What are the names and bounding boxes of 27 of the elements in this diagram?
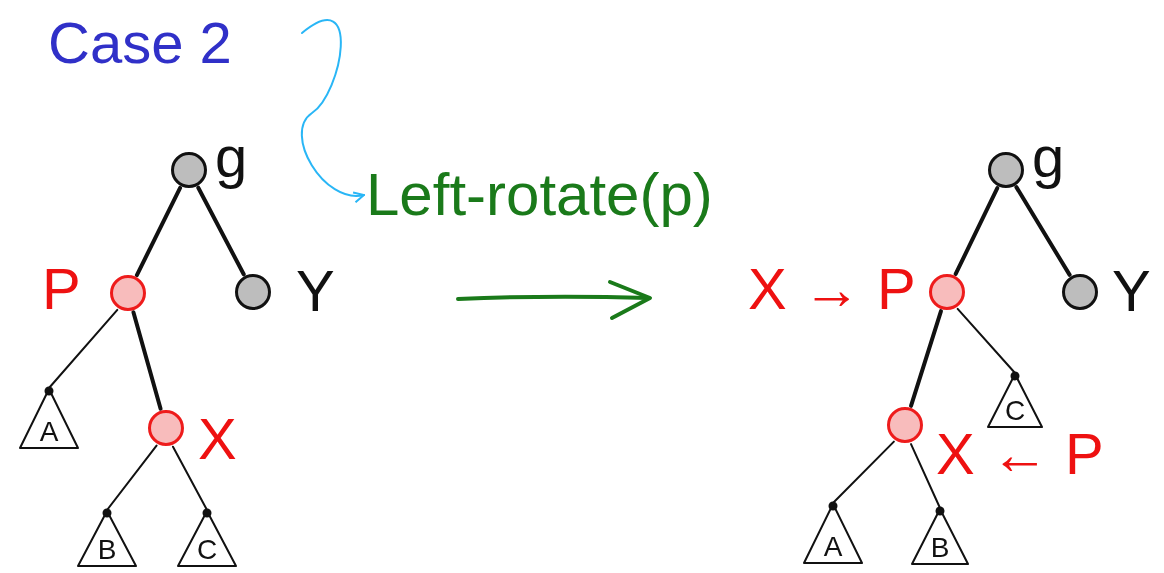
subtree-letter: C [195, 536, 219, 564]
tree-branch [131, 310, 163, 411]
node-label: P [42, 260, 81, 318]
subtree-triangle [176, 508, 238, 568]
node-label: Y [296, 262, 335, 320]
subtree-letter: B [96, 536, 118, 564]
tree-branch [172, 445, 208, 511]
node-label: Y [1112, 262, 1151, 320]
subtree-triangle [802, 501, 864, 565]
subtree-triangle [18, 386, 80, 450]
node-label: X [198, 410, 237, 468]
subtree-letter: C [1003, 397, 1027, 425]
tree-branch [909, 309, 943, 408]
case-heading: Case 2 [48, 8, 298, 78]
node-label: X ← P [936, 425, 1105, 483]
subtree-triangle [910, 506, 970, 566]
subtree-letter: A [38, 418, 60, 446]
tree-branch [953, 186, 1000, 276]
operation-label: Left-rotate(p) [366, 150, 806, 240]
subtree-letter: B [929, 534, 951, 562]
tree-branch [910, 443, 941, 509]
subtree-letter: A [822, 533, 844, 561]
subtree-triangle [76, 508, 138, 568]
node-label: X → P [748, 260, 917, 318]
subtree-triangle [986, 371, 1044, 429]
tree-branch [106, 444, 158, 511]
curved-arrow [300, 19, 365, 202]
